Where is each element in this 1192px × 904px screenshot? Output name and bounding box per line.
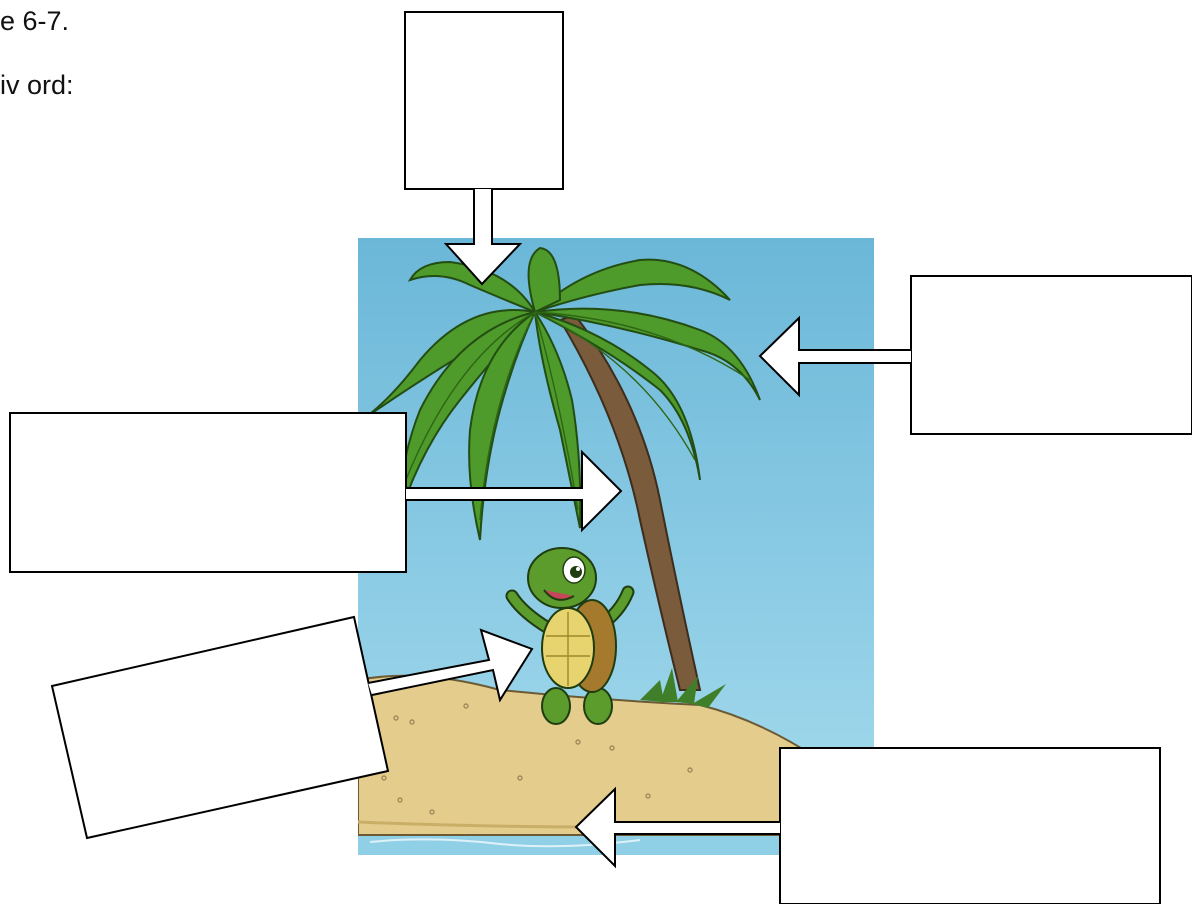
- instruction-line-2: iv ord:: [0, 70, 74, 100]
- label-box-bottom-left[interactable]: [50, 615, 534, 840]
- label-box-bottom-right[interactable]: [574, 747, 1161, 904]
- label-box-top[interactable]: [404, 11, 564, 286]
- turtle: [505, 547, 635, 725]
- palm-trunk: [558, 313, 702, 691]
- label-box-right[interactable]: [758, 275, 1192, 435]
- grass-tuft: [640, 668, 726, 708]
- palm-leaves: [361, 246, 761, 541]
- sand-pebbles: [381, 703, 693, 815]
- label-box-left[interactable]: [9, 412, 623, 573]
- instruction-line-1: e 6-7.: [0, 6, 70, 36]
